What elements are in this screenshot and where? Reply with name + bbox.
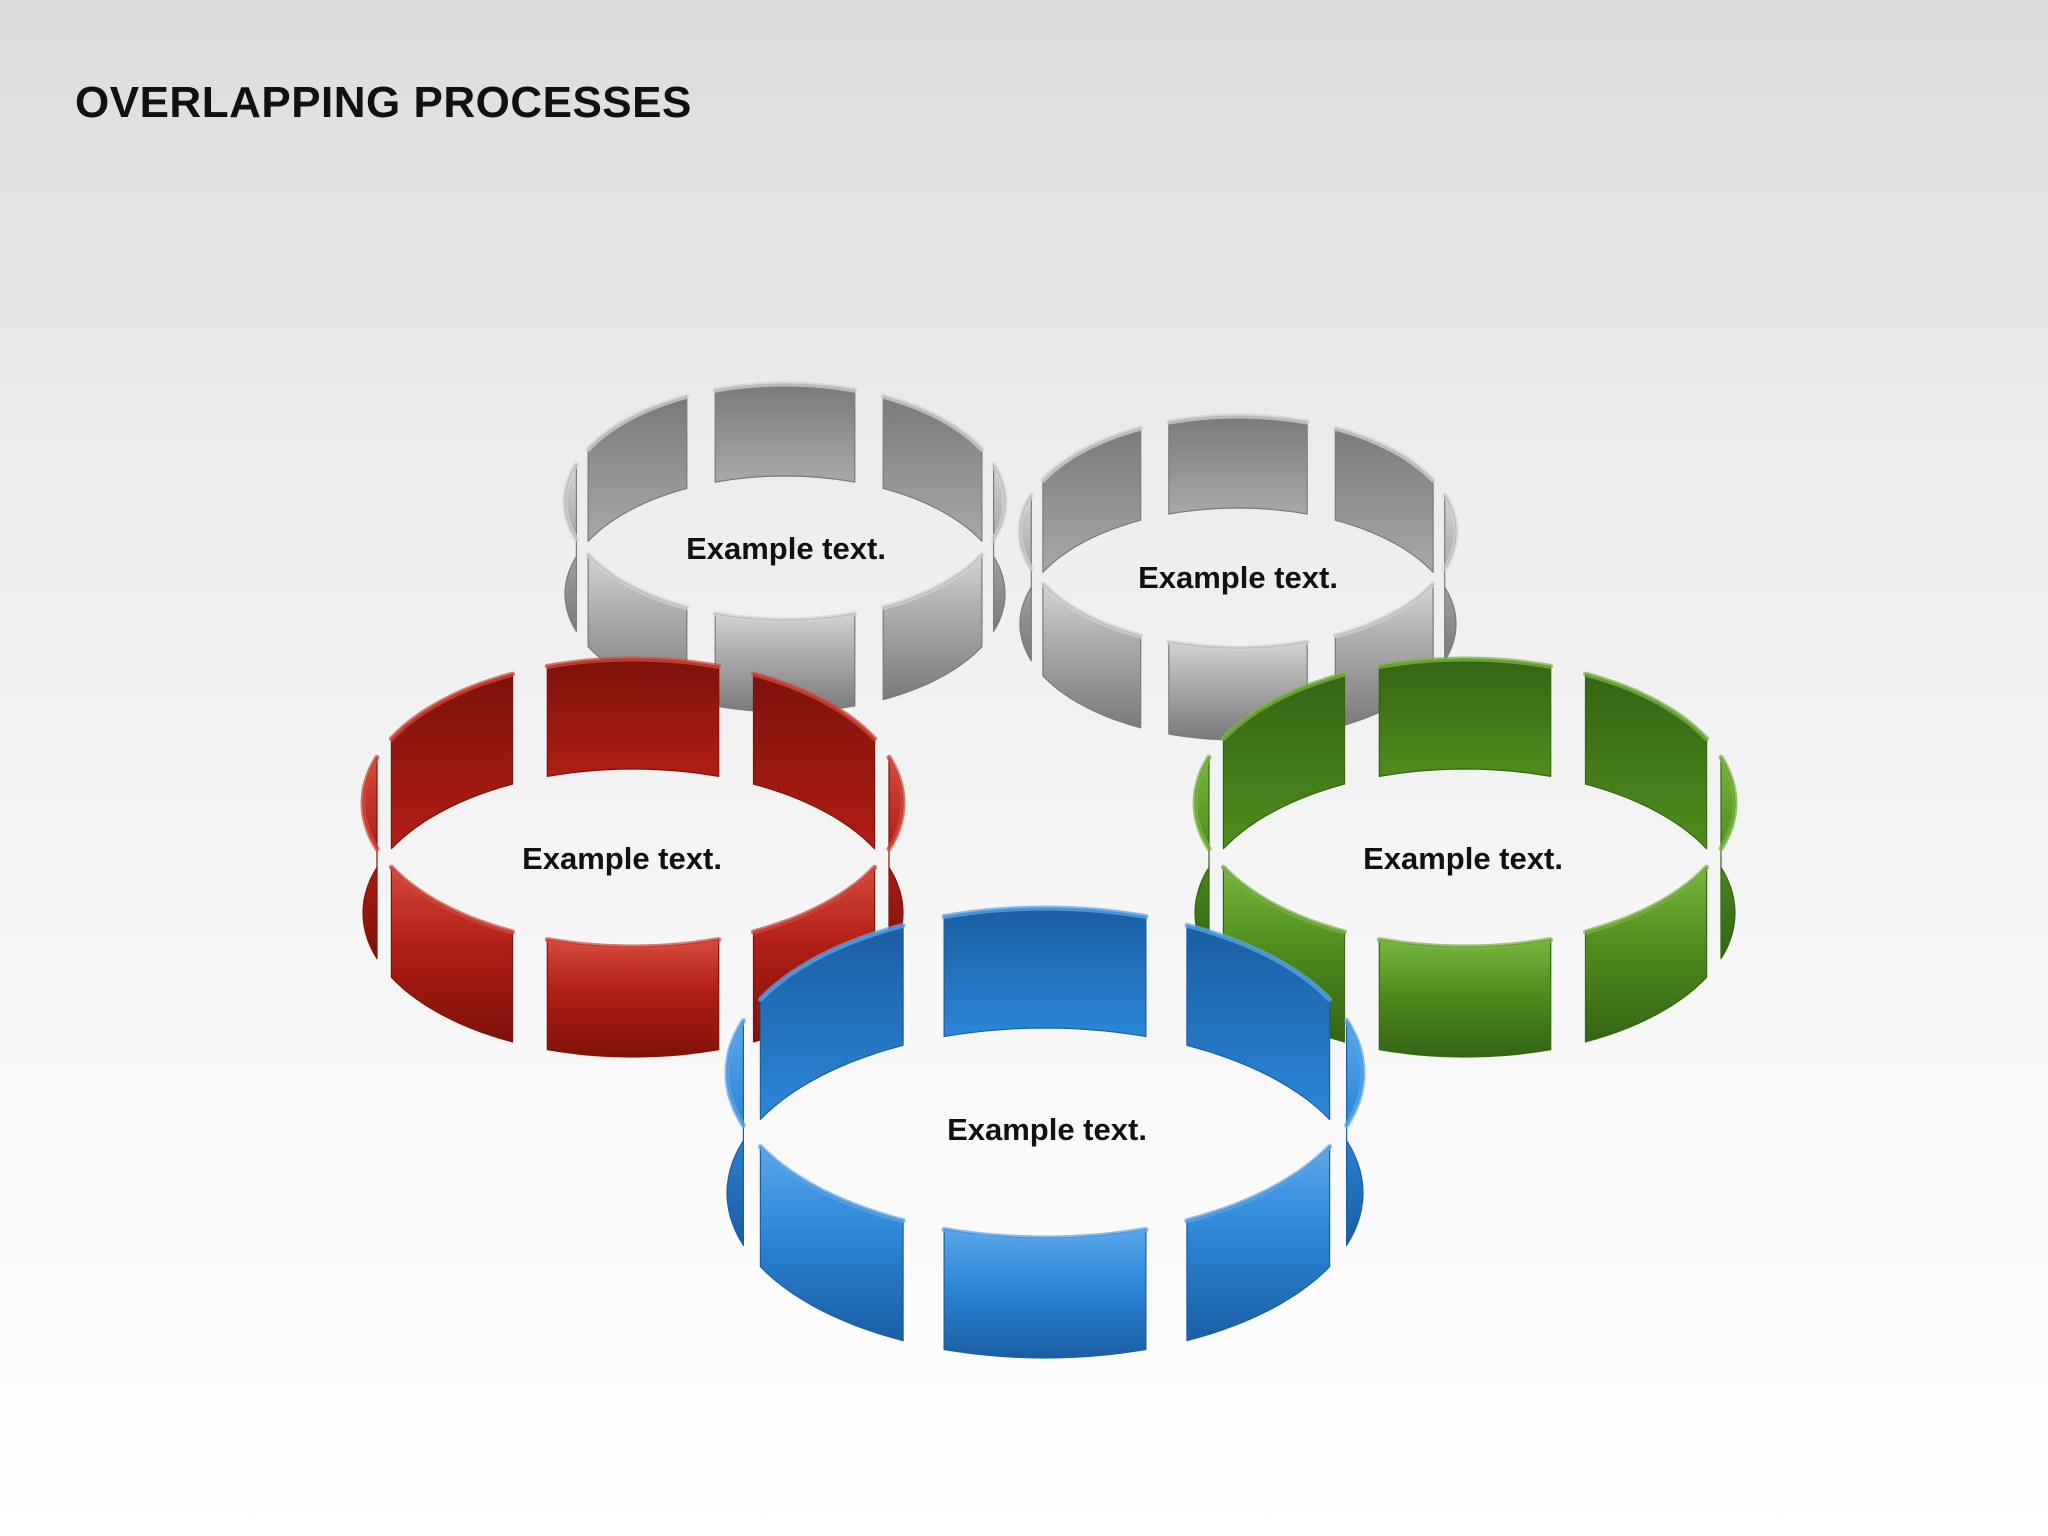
ring-segment-rim [1220, 671, 1347, 742]
ring-segment-rim [1332, 425, 1436, 483]
ring-segment [882, 554, 983, 701]
ring-segment [390, 673, 514, 850]
ring-segment-rim [1184, 922, 1333, 1002]
ring-segment-rim [880, 552, 985, 611]
ring-segment [1584, 673, 1708, 850]
ring-gray-top-right: Example text. [1017, 413, 1459, 741]
ring-segment-rim [757, 922, 906, 1002]
ring-segment-rim [941, 905, 1149, 919]
ring-label: Example text. [1138, 560, 1338, 595]
ring-segment-rim [712, 611, 858, 623]
ring-segment-rim [1040, 425, 1144, 483]
ring-segment [546, 939, 720, 1058]
ring-segment-rim [880, 393, 985, 452]
ring-segment-rim [1344, 1018, 1366, 1128]
ring-segment [1378, 939, 1552, 1058]
ring-segment-rim [585, 552, 690, 611]
ring-segment [587, 395, 688, 542]
ring-segment [1378, 658, 1552, 777]
ring-segment [943, 907, 1147, 1038]
ring-segment-rim [1220, 864, 1347, 935]
ring-segment-rim [991, 462, 1008, 542]
ring-segment [882, 395, 983, 542]
ring-segment [943, 1228, 1147, 1359]
ring-segment-rim [1718, 754, 1738, 852]
ring-segment [752, 673, 876, 850]
ring-segment [546, 658, 720, 777]
ring-segment-rim [544, 937, 722, 950]
ring-segment-rim [751, 671, 878, 742]
ring-segment-rim [724, 1018, 746, 1128]
ring-segment-rim [388, 671, 515, 742]
ring-segment-rim [1040, 581, 1144, 639]
ring-segment-rim [886, 754, 906, 852]
ring-segment-rim [1192, 754, 1212, 852]
ring-segment-rim [585, 393, 690, 452]
ring-segment-rim [1184, 1144, 1333, 1224]
ring-blue: Example text. [724, 905, 1366, 1359]
ring-green: Example text. [1192, 656, 1738, 1058]
ring-segment [1334, 427, 1434, 573]
ring-segment [1042, 427, 1142, 573]
ring-segment-rim [1332, 581, 1436, 639]
ring-segment-rim [388, 864, 515, 935]
ring-segment-rim [1583, 864, 1710, 935]
ring-segment-rim [544, 656, 722, 669]
ring-label: Example text. [522, 841, 722, 876]
ring-segment [759, 1146, 904, 1342]
ring-segment-rim [757, 1144, 906, 1224]
ring-segment [1168, 415, 1308, 515]
ring-segment-rim [360, 754, 380, 852]
ring-label: Example text. [947, 1112, 1147, 1147]
ring-segment-rim [1376, 937, 1554, 950]
ring-label: Example text. [1363, 841, 1563, 876]
ring-label: Example text. [686, 531, 886, 566]
ring-segment [1584, 866, 1708, 1043]
ring-red: Example text. [360, 656, 906, 1058]
ring-segment-rim [1166, 413, 1310, 425]
ring-segment [1186, 1146, 1331, 1342]
ring-segment-rim [1442, 492, 1459, 572]
ring-segment [714, 383, 856, 483]
ring-segment-rim [941, 1227, 1149, 1241]
ring-segment [1042, 583, 1142, 729]
ring-segment-rim [1376, 656, 1554, 669]
ring-segment-rim [712, 381, 858, 393]
ring-segment-rim [751, 864, 878, 935]
ring-segment-rim [1583, 671, 1710, 742]
ring-segment-rim [1166, 639, 1310, 651]
ring-segment-rim [562, 462, 579, 542]
ring-segment-rim [1017, 492, 1034, 572]
slide-title: OVERLAPPING PROCESSES [75, 78, 692, 127]
ring-segment [390, 866, 514, 1043]
